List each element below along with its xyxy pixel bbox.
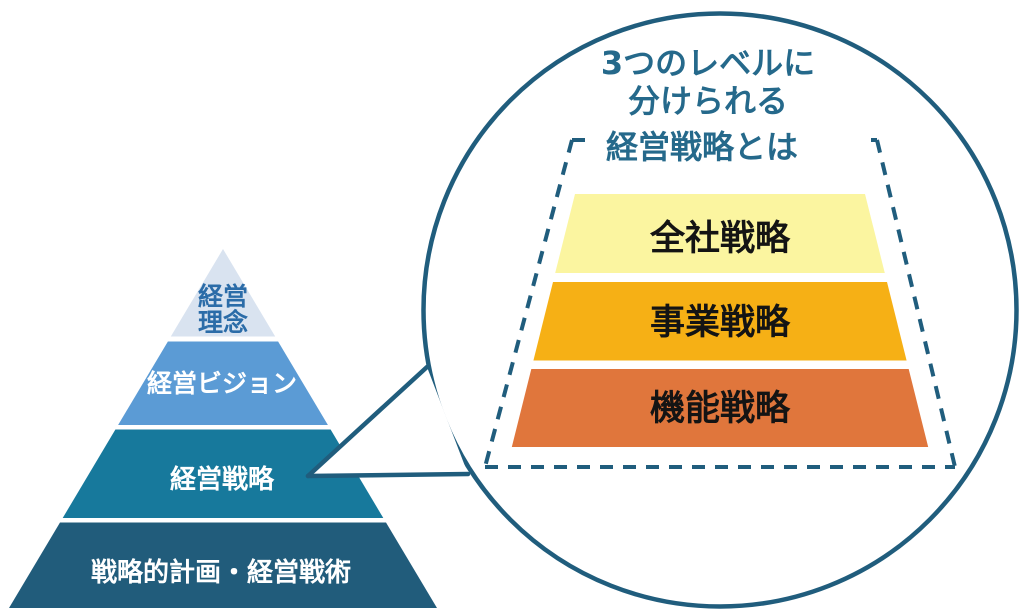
dashed-left-edge xyxy=(483,139,574,468)
bubble-title-line-3: 経営戦略とは xyxy=(606,128,798,166)
pyramid-level-3-label: 経営戦略 xyxy=(170,464,275,495)
bubble-level-labels: 全社戦略 事業戦略 機能戦略 xyxy=(649,218,791,429)
callout-tail-upper-edge xyxy=(305,364,430,479)
pyramid-level-1-label-line-1: 経営 xyxy=(198,282,248,311)
dashed-right-edge xyxy=(875,139,957,468)
pyramid-level-4-label: 戦略的計画・経営戦術 xyxy=(91,557,351,588)
callout-tail-edges xyxy=(305,364,471,479)
bubble-level-3-label: 機能戦略 xyxy=(650,389,791,429)
pyramid-level-3-shape xyxy=(62,429,384,518)
pyramid-level-4-shape xyxy=(9,522,437,608)
title-backing xyxy=(588,121,862,168)
callout-tail-lower-edge xyxy=(305,471,471,479)
bubble-title-line-1: 3つのレベルに xyxy=(601,44,815,82)
bubble-level-1-shape xyxy=(555,194,885,273)
callout-bubble: 全社戦略 事業戦略 機能戦略 3つのレベルに 分けられる 経営戦略とは xyxy=(305,11,1019,609)
pyramid-level-2-shape xyxy=(118,341,328,425)
bubble-level-2-shape xyxy=(533,282,907,361)
bubble-level-1-label: 全社戦略 xyxy=(649,218,791,259)
pyramid: 経営 理念 経営ビジョン 経営戦略 戦略的計画・経営戦術 xyxy=(9,249,437,608)
callout-tail-fill xyxy=(308,367,468,476)
pyramid-level-1-shape xyxy=(170,249,276,337)
pyramid-level-1-label-line-2: 理念 xyxy=(198,308,248,337)
bubble-level-3-shape xyxy=(511,369,929,447)
bubble-level-2-label: 事業戦略 xyxy=(650,303,791,343)
bubble-title-line-2: 分けられる xyxy=(628,82,788,120)
bubble-title: 3つのレベルに 分けられる 経営戦略とは xyxy=(601,44,815,166)
pyramid-level-2-label: 経営ビジョン xyxy=(147,369,297,398)
